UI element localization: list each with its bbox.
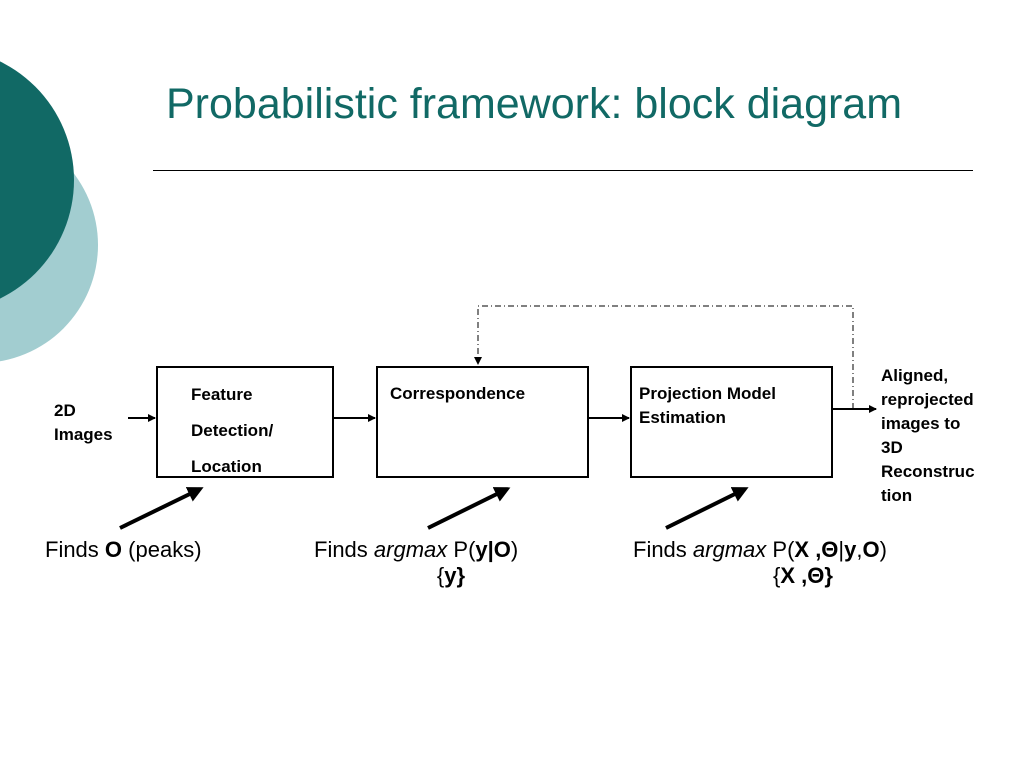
feedback-loop-arrow [474,305,854,409]
caption-target: y} [444,563,466,588]
caption-text: ) [510,537,519,562]
caption-text: P( [772,537,795,562]
caption-text: P( [453,537,476,562]
output-label-line: reprojected [881,390,974,409]
caption-projection: Finds argmax P(X ,Θ|y,O) {X ,Θ} [633,537,973,589]
caption-text: , [856,537,863,562]
block-label-line: Correspondence [390,384,526,403]
input-label-line: 2D [54,401,76,420]
title-divider [153,170,973,171]
caption-text: ) [879,537,887,562]
block-label-line: Detection/ [191,421,274,440]
pointer-arrow-feature [119,487,204,530]
output-label-line: Aligned, [881,366,949,385]
dark-teal-circle [0,61,74,299]
caption-variable: O [862,537,880,562]
caption-text: (peaks) [128,537,202,562]
caption-text: Finds [633,537,687,562]
block-label-line: Projection Model [639,384,776,403]
block-feature-detection: Feature Detection/ Location [156,366,334,478]
decorative-circles [0,61,98,362]
output-label-line: tion [881,486,913,505]
pointer-arrow-projection [665,487,749,530]
caption-text: | [838,537,845,562]
block-label-line: Location [191,457,262,476]
output-label-line: Reconstruc [881,462,975,481]
pointer-arrow-correspondence [427,487,511,530]
caption-argmax: argmax [373,537,448,562]
block-label: Projection Model Estimation [639,382,776,430]
block-label: Feature Detection/ Location [191,377,273,485]
caption-text: { [773,563,781,588]
caption-text: Finds [314,537,368,562]
caption-variable: O [104,537,123,562]
caption-target: X ,Θ} [780,563,833,588]
block-correspondence: Correspondence [376,366,589,478]
caption-variable: y|O [475,537,511,562]
block-label-line: Feature [191,385,253,404]
block-label: Correspondence [390,382,525,406]
caption-text: Finds [45,537,99,562]
caption-correspondence: Finds argmax P(y|O) {y} [314,537,588,589]
block-projection-model: Projection Model Estimation [630,366,833,478]
caption-variable: y [844,537,857,562]
caption-argmax: argmax [692,537,767,562]
input-label: 2D Images [54,399,113,447]
block-label-line: Estimation [639,408,726,427]
input-label-line: Images [54,425,113,444]
slide-title: Probabilistic framework: block diagram [166,80,903,128]
output-label-line: images to [881,414,961,433]
caption-variable: X ,Θ [794,537,839,562]
caption-text: { [436,563,445,588]
output-label-line: 3D [881,438,903,457]
caption-feature: Finds O (peaks) [45,537,202,563]
output-label: Aligned, reprojected images to 3D Recons… [881,364,975,508]
